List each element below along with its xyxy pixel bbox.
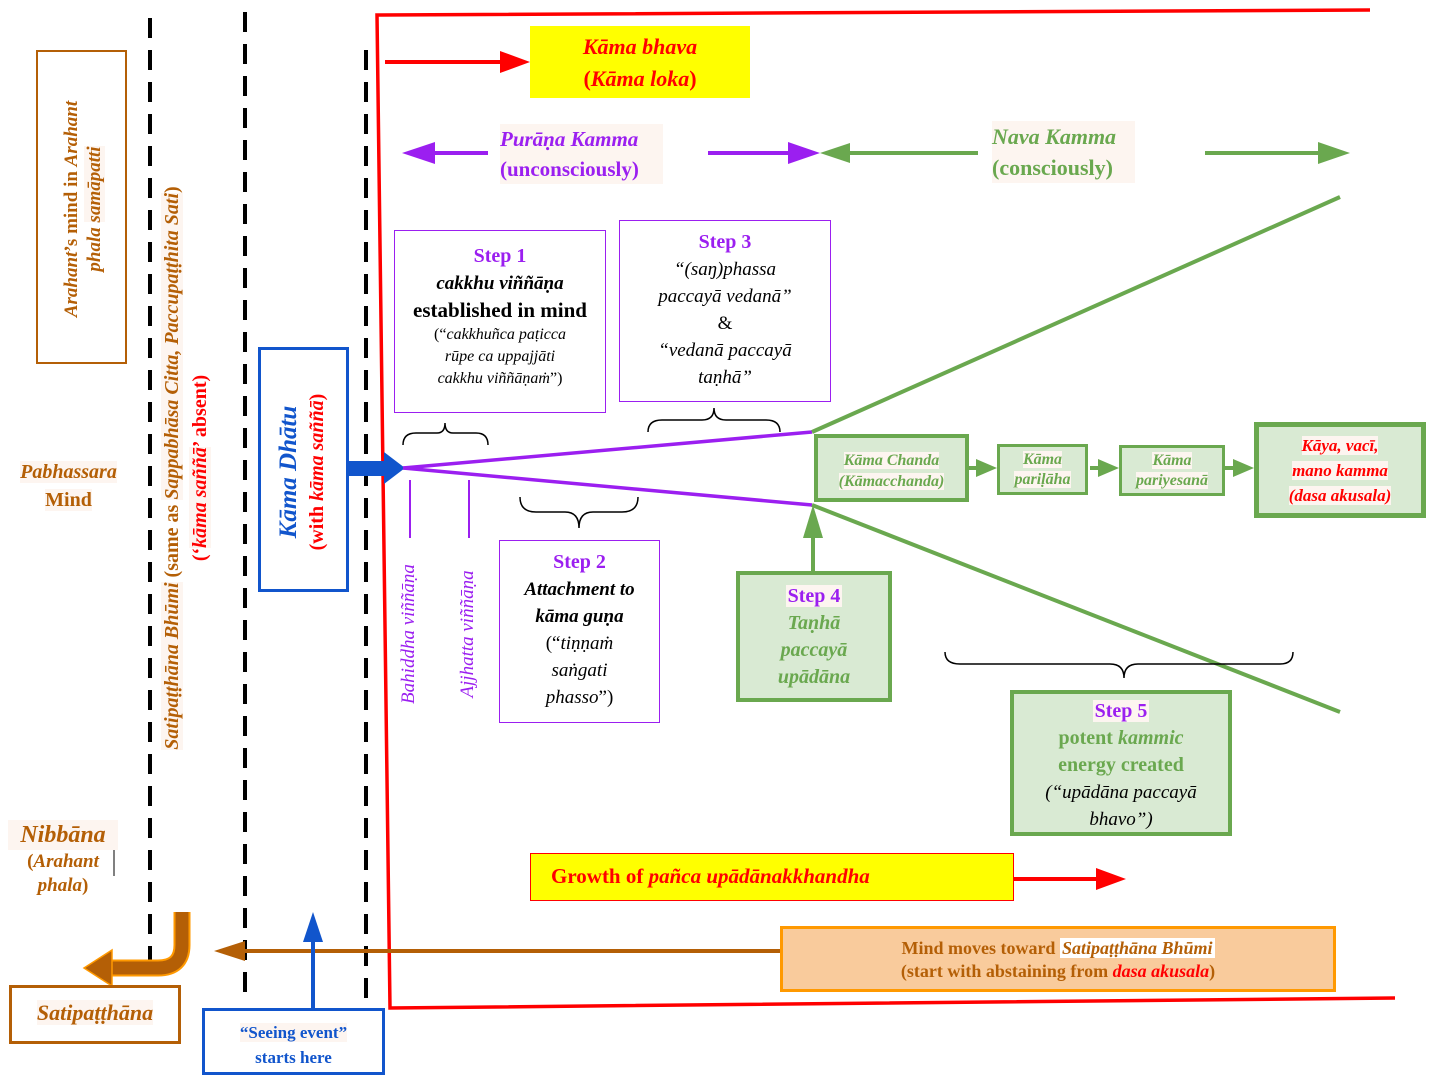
nava-kamma-label: Nava Kamma (consciously) [992, 121, 1135, 183]
kama-dhatu-box: Kāma Dhātu (with kāma saññā) [258, 347, 349, 592]
kama-dhatu-arrow-shaft [348, 461, 390, 476]
step5-box: Step 5 potent kammic energy created (“up… [1010, 690, 1232, 836]
chain-arrow-1-head [976, 459, 997, 477]
purana-arrow-left-head [402, 142, 435, 164]
toward-satipatthana-arrow-head [214, 941, 245, 961]
purple-upper-ray [402, 430, 813, 470]
chain-box-kama-parilaha: Kāma pariḷāha [997, 444, 1088, 495]
step2-brace [519, 496, 639, 529]
step3-brace [647, 407, 781, 433]
kama-bhava-boundary [375, 8, 1396, 1010]
seeing-event-arrow-head [303, 912, 323, 942]
return-arrow-head [82, 948, 113, 988]
step4-arrow-head [803, 505, 823, 538]
seeing-event-box: “Seeing event” starts here [202, 1008, 385, 1075]
chain-arrow-3-head [1233, 459, 1254, 477]
nibbana-label: Nibbāna (Arahant phala) [8, 820, 118, 898]
return-arrow-body [110, 912, 189, 975]
step1-brace [402, 422, 489, 446]
step1-box: Step 1 cakkhu viññāṇa established in min… [394, 230, 606, 413]
pabhassara-mind-label: Pabhassara Mind [20, 461, 117, 511]
green-upper-ray [811, 195, 1341, 434]
arahant-mind-text: Arahant’s mind in Arahant phala samāpatt… [61, 100, 105, 318]
arahant-mind-box: Arahant’s mind in Arahant phala samāpatt… [36, 50, 127, 364]
kama-dhatu-arrow-head [384, 452, 405, 484]
kama-dhatu-text: Kāma Dhātu (with kāma saññā) [275, 393, 328, 551]
purana-kamma-label: Purāṇa Kamma (unconsciously) [500, 124, 663, 184]
purana-arrow-right-head [788, 142, 820, 164]
growth-box: Growth of pañca upādānakkhandha [530, 853, 1014, 901]
chain-arrow-2-head [1098, 459, 1119, 477]
step4-box: Step 4 Taṇhā paccayā upādāna [736, 571, 892, 702]
step3-box: Step 3 “(saŋ)phassa paccayā vedanā” & “v… [619, 220, 831, 402]
satipatthana-bhumi-label: Satipaṭṭhāna Bhūmi (same as Sappabhāsa C… [161, 186, 211, 750]
step2-box: Step 2 Attachment to kāma guṇa (“tiṇṇaṁ … [499, 540, 660, 723]
purple-lower-ray [402, 466, 813, 507]
chain-box-kama-pariyesana: Kāma pariyesanā [1119, 445, 1225, 496]
satipatthana-box: Satipaṭṭhāna [9, 985, 181, 1044]
kama-bhava-box: Kāma bhava (Kāma loka) [530, 26, 750, 98]
green-lower-ray [811, 503, 1341, 714]
growth-arrow-head [1096, 868, 1126, 890]
chain-box-kaya-vaci-mano-kamma: Kāya, vacī, mano kamma (dasa akusala) [1254, 422, 1426, 518]
mind-moves-box: Mind moves toward Satipaṭṭhāna Bhūmi (st… [780, 926, 1336, 992]
step5-brace [944, 651, 1294, 679]
bahiddha-vinnana-label: Bahiddha viññāṇa [398, 564, 419, 704]
nava-arrow-left-head [820, 143, 850, 163]
chain-box-kama-chanda: Kāma Chanda (Kāmacchanda) [814, 434, 969, 502]
ajjhatta-vinnana-label: Ajjhatta viññāṇa [457, 570, 478, 698]
nava-arrow-right-head [1318, 142, 1350, 164]
arrow-to-kama-bhava-head [500, 51, 530, 73]
